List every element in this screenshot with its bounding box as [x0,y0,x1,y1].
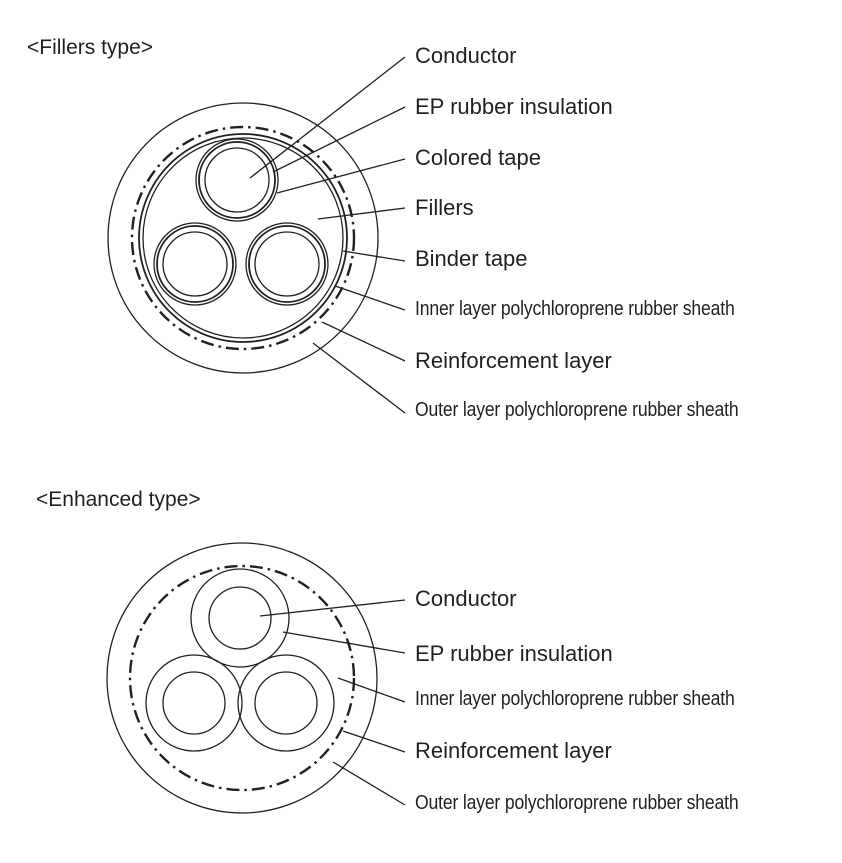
fillers-core-right [245,222,329,306]
enhanced-type-title: <Enhanced type> [36,488,201,511]
fillers-core-left [153,222,237,306]
enhanced-label-reinforcement-layer: Reinforcement layer [415,738,612,763]
fillers-label-outer-sheath: Outer layer polychloroprene rubber sheat… [415,399,739,421]
enhanced-label-ep-rubber-insulation: EP rubber insulation [415,641,613,666]
enhanced-outer-sheath [106,542,378,814]
fillers-label-conductor: Conductor [415,43,517,68]
fillers-core-top [195,138,279,222]
fillers-label-ep-rubber-insulation: EP rubber insulation [415,94,613,119]
enhanced-label-conductor: Conductor [415,586,517,611]
enhanced-reinforcement-layer [128,564,356,792]
fillers-type-title: <Fillers type> [27,36,154,59]
enhanced-core-top [190,568,290,668]
enhanced-leader-lines [259,599,406,806]
fillers-inner-sheath-binder-tape [138,133,348,343]
fillers-label-binder-tape: Binder tape [415,246,528,271]
fillers-label-reinforcement-layer: Reinforcement layer [415,348,612,373]
fillers-reinforcement-layer [130,125,356,351]
fillers-label-colored-tape: Colored tape [415,145,541,170]
enhanced-core-right [237,654,335,752]
fillers-label-fillers: Fillers [415,195,474,220]
fillers-label-inner-sheath: Inner layer polychloroprene rubber sheat… [415,298,735,320]
fillers-leader-lines [249,56,406,414]
enhanced-core-left [145,654,243,752]
fillers-outer-sheath [107,102,379,374]
enhanced-label-outer-sheath: Outer layer polychloroprene rubber sheat… [415,792,739,814]
enhanced-label-inner-sheath: Inner layer polychloroprene rubber sheat… [415,688,735,710]
